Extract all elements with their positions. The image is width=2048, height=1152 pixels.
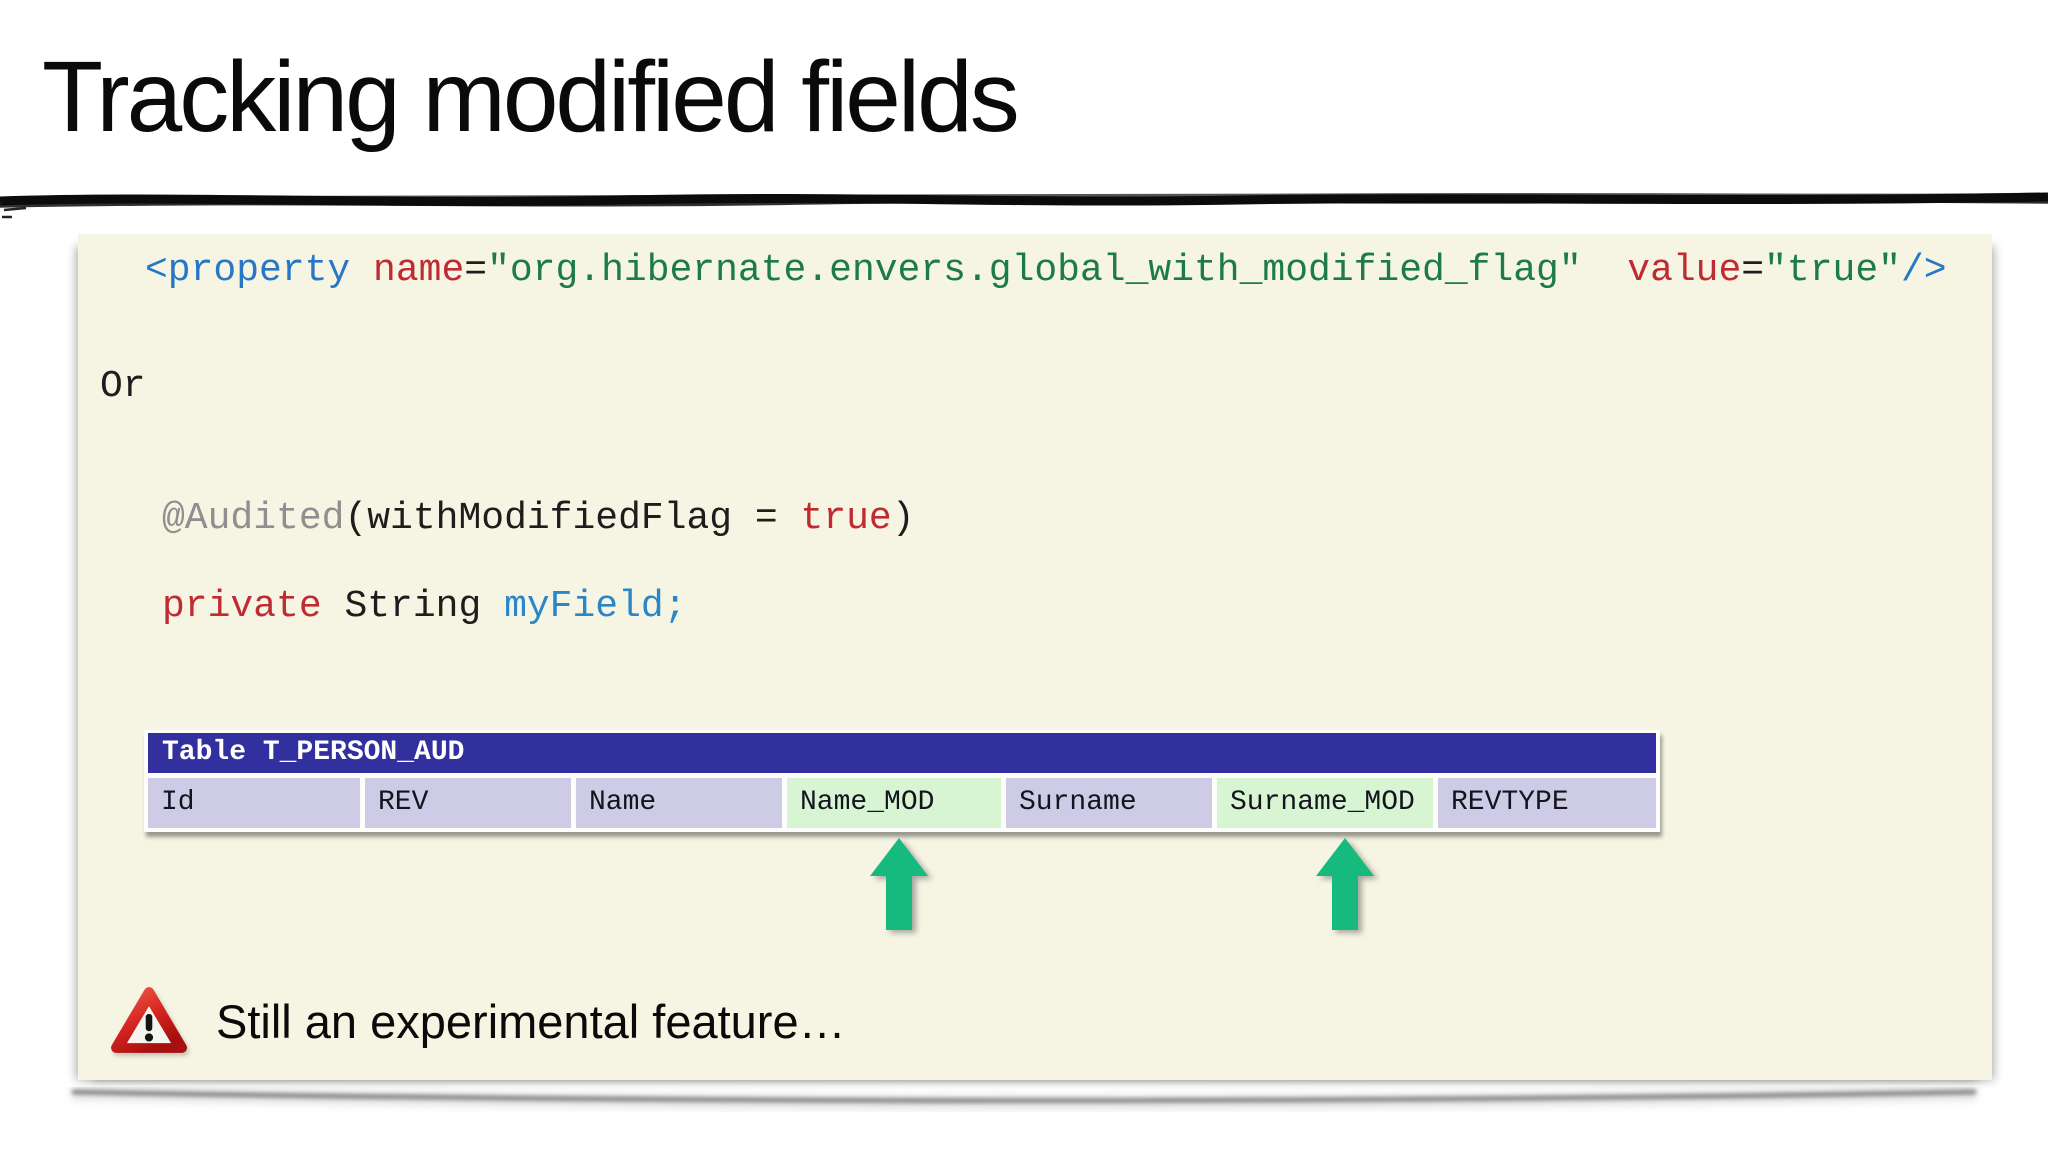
green-up-arrow-icon	[1316, 838, 1374, 930]
code-token	[1582, 249, 1628, 292]
code-audited-annotation-line: @Audited(withModifiedFlag = true)	[162, 496, 915, 542]
column-header-rev: REV	[365, 778, 571, 828]
code-token: @Audited	[162, 497, 345, 540]
page-title: Tracking modified fields	[42, 41, 1020, 153]
code-token: (withModifiedFlag =	[344, 497, 801, 540]
code-token: <property	[145, 249, 374, 292]
code-token: />	[1900, 249, 1947, 292]
warning-icon	[111, 987, 187, 1053]
content-panel: <property name="org.hibernate.envers.glo…	[78, 234, 1992, 1080]
column-header-surname_mod: Surname_MOD	[1217, 778, 1433, 828]
column-header-id: Id	[148, 778, 360, 828]
panel-bottom-shadow	[71, 1087, 1977, 1109]
title-underline-stroke	[0, 192, 2048, 219]
code-token: name	[373, 249, 465, 292]
code-token: String	[321, 585, 505, 628]
code-token: =	[464, 249, 488, 292]
column-header-name_mod: Name_MOD	[787, 778, 1001, 828]
column-header-surname: Surname	[1006, 778, 1212, 828]
code-token: "org.hibernate.envers.global_with_modifi…	[487, 249, 1582, 292]
green-up-arrow-icon	[870, 838, 928, 930]
code-xml-property-line: <property name="org.hibernate.envers.glo…	[145, 248, 1947, 294]
column-header-name: Name	[576, 778, 782, 828]
code-token: myField;	[504, 585, 687, 628]
code-token: private	[162, 585, 322, 628]
code-field-declaration-line: private String myField;	[162, 584, 687, 630]
code-or-label: Or	[100, 365, 146, 408]
code-token: true	[800, 497, 892, 540]
code-token: =	[1741, 249, 1765, 292]
column-header-revtype: REVTYPE	[1438, 778, 1656, 828]
code-token: value	[1627, 249, 1742, 292]
code-token: )	[891, 497, 915, 540]
audit-table-caption: Table T_PERSON_AUD	[148, 733, 1656, 773]
experimental-note: Still an experimental feature…	[216, 995, 846, 1048]
code-token: "true"	[1764, 249, 1901, 292]
